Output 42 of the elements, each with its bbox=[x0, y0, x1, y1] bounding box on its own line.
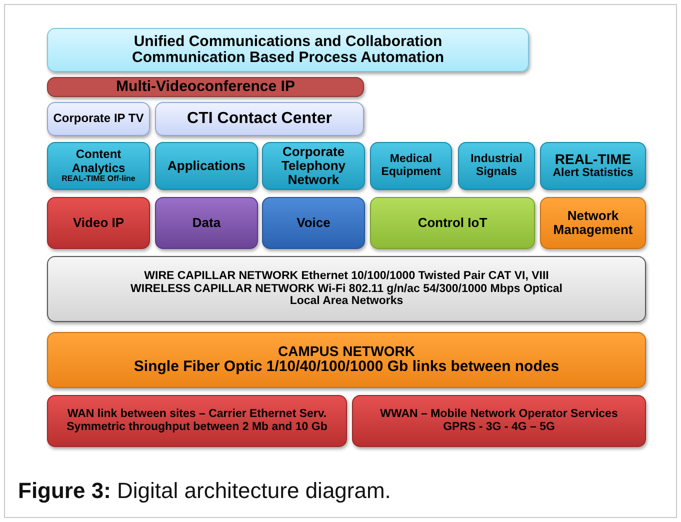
layer-label: Unified Communications and Collaboration Communication Based Process Automation bbox=[131, 34, 445, 66]
layer-box bbox=[47, 256, 646, 322]
layer-box bbox=[540, 197, 646, 249]
layer-box bbox=[262, 142, 365, 190]
layer-label: CTI Contact Center bbox=[187, 110, 332, 128]
layer-label: Voice bbox=[296, 216, 330, 230]
layer-box bbox=[47, 77, 364, 97]
layer-box bbox=[155, 197, 258, 249]
layer-label: Medical Equipment bbox=[380, 153, 442, 179]
layer-box bbox=[47, 102, 150, 136]
layer-label: Multi-Videoconference IP bbox=[116, 78, 295, 96]
layer-label: Industrial Signals bbox=[470, 153, 524, 179]
layer-box bbox=[262, 197, 365, 249]
layer-label: Video IP bbox=[72, 216, 124, 230]
layer-label: WWAN – Mobile Network Operator Services GPRS - 3G - 4G – 5G bbox=[379, 408, 619, 434]
layer-box bbox=[47, 332, 646, 388]
layer-box bbox=[47, 395, 347, 447]
figure-caption: Figure 3: Digital architecture diagram. bbox=[18, 478, 391, 504]
layer-box bbox=[47, 142, 150, 190]
layer-label: REAL-TIME bbox=[554, 152, 632, 168]
layer-box bbox=[47, 28, 529, 72]
layer-label: Data bbox=[192, 216, 221, 230]
layer-label: WIRE CAPILLAR NETWORK Ethernet 10/100/1000 Twisted Pair CAT VI, VIII WIRELESS CAPILLAR NETWORK Wi-Fi 802.11 g/n/ac 54/300/1000 Mbps Optical Local Area Networks bbox=[130, 270, 564, 308]
layer-box bbox=[370, 197, 535, 249]
layer-label: Applications bbox=[167, 158, 246, 174]
layer-label: Control IoT bbox=[418, 216, 488, 230]
layer-label: Content Analytics bbox=[70, 148, 126, 175]
layer-sublabel: Alert Statistics bbox=[552, 167, 634, 180]
layer-label: Corporate Telephony Network bbox=[280, 144, 347, 188]
layer-box bbox=[47, 197, 150, 249]
layer-box bbox=[155, 142, 258, 190]
layer-box bbox=[370, 142, 452, 190]
layer-box bbox=[540, 142, 646, 190]
layer-label: CAMPUS NETWORK bbox=[278, 344, 415, 360]
layer-label: WAN link between sites – Carrier Ethernet Serv. Symmetric throughput between 2 Mb and 10 Gb bbox=[66, 408, 328, 434]
layer-label: Network Management bbox=[552, 208, 634, 238]
layer-sublabel: REAL-TIME Off-line bbox=[62, 174, 136, 184]
layer-box bbox=[352, 395, 646, 447]
layer-sublabel: Single Fiber Optic 1/10/40/100/1000 Gb links between nodes bbox=[134, 359, 560, 376]
layer-box bbox=[458, 142, 535, 190]
layer-label: Corporate IP TV bbox=[53, 112, 144, 126]
layer-box bbox=[155, 102, 364, 136]
